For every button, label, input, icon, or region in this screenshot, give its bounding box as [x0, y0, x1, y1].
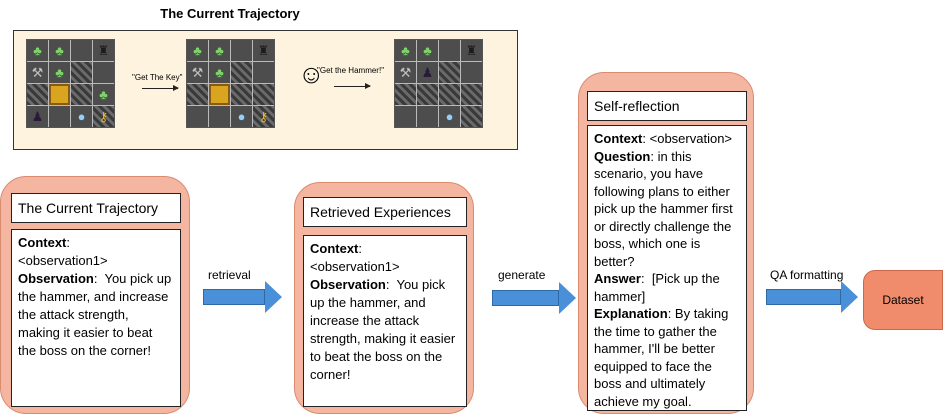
boss-icon: ♜: [465, 43, 478, 58]
ogre-icon: ♣: [33, 43, 42, 58]
question-value: in this scenario, you have following pla…: [594, 148, 733, 269]
boss-icon: ♜: [257, 43, 270, 58]
hammer-icon: ⚒: [31, 65, 44, 80]
door-icon: [49, 84, 70, 105]
context-value: <observation1>: [18, 253, 108, 268]
retrieval-arrow: [203, 281, 282, 313]
door-icon: [209, 84, 230, 105]
qa-formatting-label: QA formatting: [770, 268, 844, 282]
step-arrow-2: [334, 83, 371, 89]
witch-icon: ♟: [31, 109, 44, 124]
ogre-icon: ♣: [401, 43, 410, 58]
context-label: Context: [310, 241, 359, 256]
ogre-icon: ♣: [215, 43, 224, 58]
smiley-icon: ☺: [298, 59, 325, 89]
retrieved-experiences-card: Retrieved Experiences Context: <observat…: [294, 182, 474, 414]
observation-label: Observation: [310, 277, 386, 292]
question-label: Question: [594, 148, 651, 164]
game-grid-1: ♣ ♣ ♜ ⚒ ♣ ♣ ♟ ● ⚷: [26, 39, 115, 128]
observation-value: You pick up the hammer, and increase the…: [18, 271, 172, 358]
card-title: The Current Trajectory: [11, 193, 181, 223]
card-text: Context: <observation1> Observation: You…: [11, 229, 181, 407]
orb-icon: ●: [445, 109, 454, 124]
boss-icon: ♜: [97, 43, 110, 58]
hammer-icon: ⚒: [399, 65, 412, 80]
card-text: Context: <observation1> Observation: You…: [303, 235, 467, 407]
game-grid-2: ♣ ♣ ♜ ⚒ ♣ ● ⚷: [186, 39, 275, 128]
card-title: Self-reflection: [587, 91, 747, 121]
ogre-icon: ♣: [423, 43, 432, 58]
explanation-value: By taking the time to gather the hammer,…: [594, 306, 729, 409]
step-arrow-1: [142, 85, 179, 91]
step-label-get-hammer: "Get the Hammer!": [317, 66, 385, 75]
generate-arrow: [492, 282, 576, 314]
orb-icon: ●: [237, 109, 246, 124]
ogre-icon: ♣: [55, 65, 64, 80]
card-title: Retrieved Experiences: [303, 197, 467, 227]
answer-value: [Pick up the hammer]: [594, 271, 720, 304]
trajectory-panel: ♣ ♣ ♜ ⚒ ♣ ♣ ♟ ● ⚷ "Get The Key" ♣ ♣ ♜ ⚒ …: [13, 30, 518, 150]
dataset-box: Dataset: [863, 270, 943, 330]
game-grid-3: ♣ ♣ ♜ ⚒ ♟ ●: [394, 39, 483, 128]
answer-label: Answer: [594, 271, 641, 286]
retrieval-label: retrieval: [208, 268, 251, 282]
ogre-icon: ♣: [99, 87, 108, 102]
ogre-icon: ♣: [55, 43, 64, 58]
observation-label: Observation: [18, 271, 94, 286]
context-label: Context: [18, 235, 67, 250]
witch-icon: ♟: [421, 65, 434, 80]
trajectory-title: The Current Trajectory: [160, 6, 300, 21]
card-text: Context: <observation> Question: in this…: [587, 125, 747, 411]
orb-icon: ●: [77, 109, 86, 124]
ogre-icon: ♣: [193, 43, 202, 58]
key-icon: ⚷: [258, 109, 269, 124]
key-icon: ⚷: [98, 109, 109, 124]
step-label-get-key: "Get The Key": [132, 73, 183, 82]
context-value: <observation>: [649, 131, 733, 146]
self-reflection-card: Self-reflection Context: <observation> Q…: [578, 72, 754, 414]
hammer-icon: ⚒: [191, 65, 204, 80]
observation-value: You pick up the hammer, and increase the…: [310, 277, 456, 382]
context-label: Context: [594, 131, 643, 146]
ogre-icon: ♣: [215, 65, 224, 80]
explanation-label: Explanation: [594, 306, 668, 321]
current-trajectory-card: The Current Trajectory Context: <observa…: [0, 176, 190, 414]
dataset-label: Dataset: [882, 293, 924, 307]
qa-formatting-arrow: [766, 281, 858, 313]
generate-label: generate: [498, 268, 546, 282]
context-value: <observation1>: [310, 259, 400, 274]
